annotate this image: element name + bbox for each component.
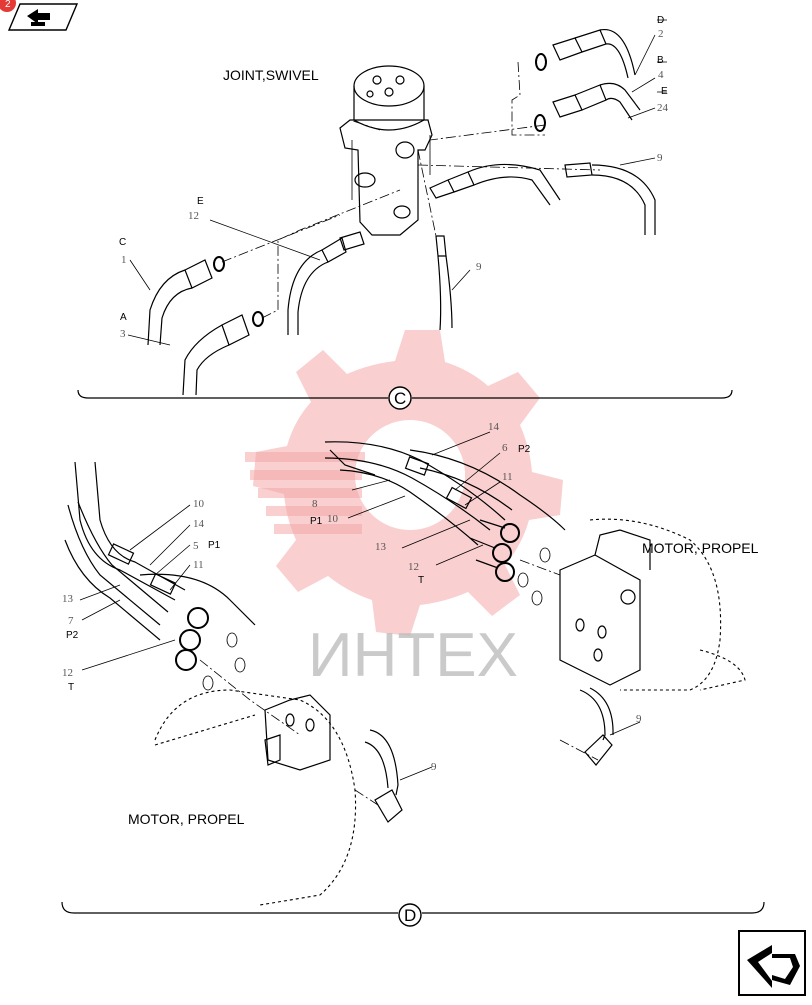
callout-number-1: 1	[121, 254, 127, 266]
fitting-cluster-right	[469, 519, 520, 582]
fitting-d	[535, 28, 636, 79]
callout-letter-p2-left: P2	[66, 630, 79, 641]
callout-letter-d: D	[657, 15, 664, 26]
next-page-arrow-icon	[747, 945, 800, 988]
hose-9-left	[364, 729, 403, 823]
fitting-c	[147, 256, 225, 346]
fitting-cluster-left	[175, 607, 209, 671]
section-c-marker	[388, 386, 412, 410]
callout-number-2: 2	[658, 28, 664, 40]
callout-number-5: 5	[193, 540, 199, 552]
callout-letter-p1-left: P1	[208, 540, 221, 551]
callout-number-7: 7	[68, 615, 74, 627]
next-page-button[interactable]	[738, 930, 806, 996]
callout-number-3: 3	[120, 328, 126, 340]
callout-letter-p1-right: P1	[310, 516, 323, 527]
fitting-b	[534, 82, 641, 132]
callout-number-11-right: 11	[502, 471, 513, 483]
callout-number-12: 12	[188, 210, 199, 222]
callout-number-11-left: 11	[193, 559, 204, 571]
back-arrow-icon[interactable]	[27, 9, 50, 26]
callout-number-6: 6	[502, 442, 508, 454]
section-d-marker	[398, 903, 422, 927]
callout-number-4: 4	[658, 69, 664, 81]
callout-number-12-left: 12	[62, 667, 73, 679]
hose-9-top	[564, 162, 656, 235]
callout-number-9-center: 9	[476, 261, 482, 273]
callout-letter-b: B	[657, 55, 664, 66]
callout-letter-t-right: T	[418, 575, 424, 586]
watermark-text: ИНТЕХ	[308, 621, 518, 690]
callout-number-9-left: 9	[431, 761, 437, 773]
callout-number-14-left: 14	[193, 518, 205, 530]
callout-letter-c: C	[119, 237, 126, 248]
top-toolbar: 2	[0, 0, 79, 31]
callout-letter-e-left: E	[197, 196, 204, 207]
callout-letter-p2-right: P2	[518, 444, 531, 455]
callout-number-9-top: 9	[657, 152, 663, 164]
callout-number-24: 24	[657, 102, 669, 114]
hose-9-center	[435, 235, 453, 331]
section-c-diagram: JOINT,SWIVEL	[77, 15, 733, 410]
hose-bundle-right	[324, 441, 566, 606]
hose-e-12	[287, 231, 365, 335]
hose-9-right	[579, 687, 614, 766]
callout-number-10-left: 10	[193, 498, 205, 510]
section-d-marker-label: D	[404, 906, 416, 925]
callout-number-8: 8	[312, 498, 318, 510]
swivel-joint-title: JOINT,SWIVEL	[223, 67, 319, 83]
watermark-gear-icon	[245, 330, 563, 636]
motor-propel-label-left: MOTOR, PROPEL	[128, 811, 245, 827]
hose-e-24	[429, 163, 561, 206]
callout-letter-t-left: T	[68, 682, 74, 693]
propel-motor-left	[154, 689, 357, 906]
section-d-diagram: MOTOR, PROPEL 14 6 P2 11 8 P1 10 13 12 T…	[61, 421, 765, 927]
callout-number-14-right: 14	[488, 421, 500, 433]
callout-number-13-right: 13	[375, 541, 387, 553]
callout-number-10-right: 10	[327, 513, 339, 525]
motor-propel-label-right: MOTOR, PROPEL	[642, 540, 759, 556]
propel-motor-right	[559, 518, 746, 691]
callout-letter-a: A	[120, 312, 127, 323]
callout-letter-e-top: E	[661, 86, 668, 97]
callout-number-9-right: 9	[636, 713, 642, 725]
notification-badge[interactable]	[0, 0, 16, 12]
swivel-joint	[339, 65, 433, 236]
section-c-marker-label: C	[394, 389, 406, 408]
callout-number-13-left: 13	[62, 593, 74, 605]
callout-number-12-right: 12	[408, 561, 419, 573]
notification-badge-count: 2	[5, 0, 11, 10]
hose-bundle-left	[64, 461, 256, 691]
fitting-a	[182, 311, 264, 396]
